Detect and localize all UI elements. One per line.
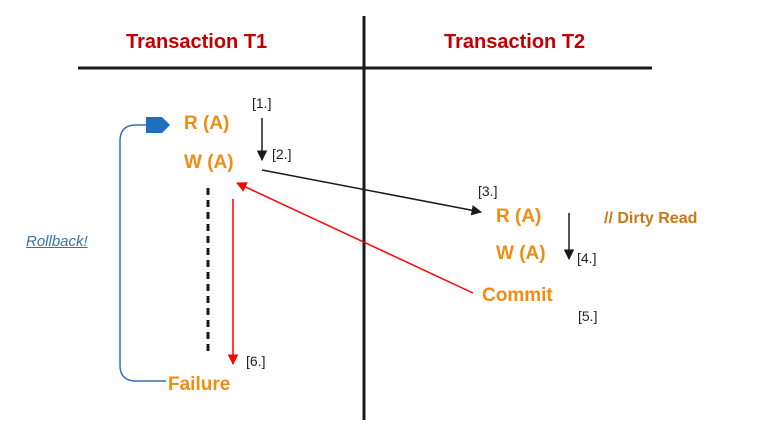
- header-transaction-t2: Transaction T2: [444, 31, 586, 53]
- step-1-label: [1.]: [252, 95, 272, 111]
- t1-write-op: W (A): [184, 152, 234, 173]
- t2-write-op: W (A): [496, 243, 546, 264]
- step-3-label: [3.]: [478, 183, 498, 199]
- t1-read-op: R (A): [184, 113, 230, 134]
- step-4-label: [4.]: [577, 250, 597, 266]
- t1-failure-label: Failure: [168, 374, 231, 395]
- rollback-bracket: [119, 124, 166, 382]
- t2-commit-label: Commit: [482, 285, 553, 306]
- step-5-label: [5.]: [578, 308, 598, 324]
- dirty-read-comment: // Dirty Read: [604, 210, 698, 227]
- step-3-arrow: [261, 169, 483, 216]
- t2-read-op: R (A): [496, 206, 542, 227]
- header-transaction-t1: Transaction T1: [126, 31, 268, 53]
- rollback-link[interactable]: Rollback!: [26, 233, 88, 250]
- rollback-flag-icon: [146, 117, 170, 133]
- step-6-label: [6.]: [246, 353, 266, 369]
- step-2-label: [2.]: [272, 146, 292, 162]
- step-5-red-arrow: [236, 182, 474, 294]
